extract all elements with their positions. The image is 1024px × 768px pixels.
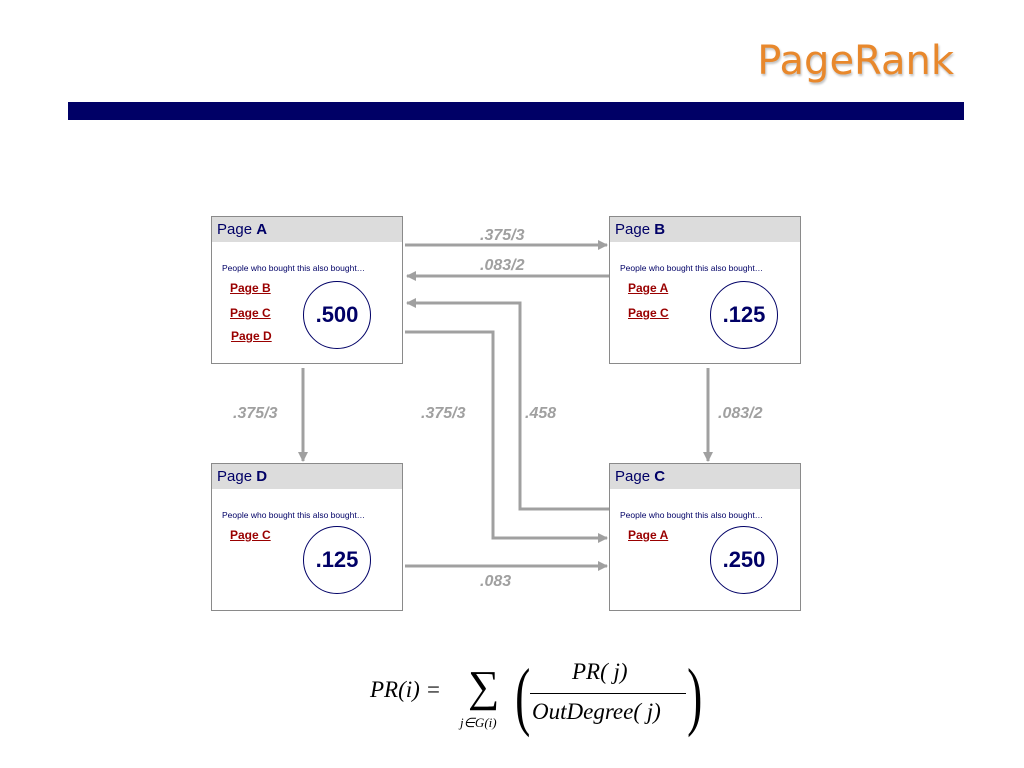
- page-rank-value: .250: [710, 526, 778, 594]
- left-paren: (: [515, 654, 531, 738]
- page-box-c: Page C People who bought this also bough…: [609, 463, 801, 611]
- pagerank-formula: PR(i) = ∑ j∈G(i) ( PR( j) OutDegree( j) …: [350, 654, 720, 745]
- page-header: Page C: [610, 464, 800, 489]
- page-letter: D: [256, 468, 268, 485]
- page-letter: B: [654, 221, 666, 238]
- edge-label-b-to-a: .083/2: [480, 257, 525, 274]
- page-header: Page A: [212, 217, 402, 242]
- arrow-c-to-a: [406, 298, 609, 511]
- page-link-a[interactable]: Page A: [628, 281, 669, 295]
- slide-title: PageRank: [757, 38, 954, 84]
- page-rank-value: .125: [710, 281, 778, 349]
- page-link-a[interactable]: Page A: [628, 528, 669, 542]
- page-letter: C: [654, 468, 666, 485]
- page-caption: People who bought this also bought…: [222, 263, 366, 273]
- page-link-c[interactable]: Page C: [230, 306, 271, 320]
- page-letter: A: [256, 221, 268, 238]
- edge-label-a-to-d: .375/3: [233, 405, 278, 422]
- page-box-b: Page B People who bought this also bough…: [609, 216, 801, 364]
- page-header: Page B: [610, 217, 800, 242]
- page-link-c[interactable]: Page C: [628, 306, 669, 320]
- summation-subscript: j∈G(i): [460, 715, 497, 730]
- page-box-d: Page D People who bought this also bough…: [211, 463, 403, 611]
- formula-numerator: PR( j): [572, 659, 628, 684]
- formula-lhs: PR(i) =: [370, 677, 442, 702]
- edge-label-d-to-c: .083: [480, 573, 511, 590]
- page-link-b[interactable]: Page B: [230, 281, 271, 295]
- page-link-d[interactable]: Page D: [231, 329, 272, 343]
- page-caption: People who bought this also bought…: [620, 510, 764, 520]
- page-rank-value: .500: [303, 281, 371, 349]
- title-underline-bar: [68, 102, 964, 120]
- arrow-a-to-c: [405, 330, 608, 543]
- edge-label-a-to-c: .375/3: [421, 405, 466, 422]
- page-rank-value: .125: [303, 526, 371, 594]
- right-paren: ): [687, 654, 703, 738]
- fraction-bar: [530, 693, 686, 694]
- page-caption: People who bought this also bought…: [222, 510, 366, 520]
- summation-sign: ∑: [468, 662, 500, 711]
- page-link-c[interactable]: Page C: [230, 528, 271, 542]
- edge-label-b-to-c: .083/2: [718, 405, 763, 422]
- formula-denominator: OutDegree( j): [532, 699, 661, 724]
- edge-label-a-to-b: .375/3: [480, 227, 525, 244]
- page-box-a: Page A People who bought this also bough…: [211, 216, 403, 364]
- page-caption: People who bought this also bought…: [620, 263, 764, 273]
- edge-label-c-to-a: .458: [525, 405, 556, 422]
- page-header: Page D: [212, 464, 402, 489]
